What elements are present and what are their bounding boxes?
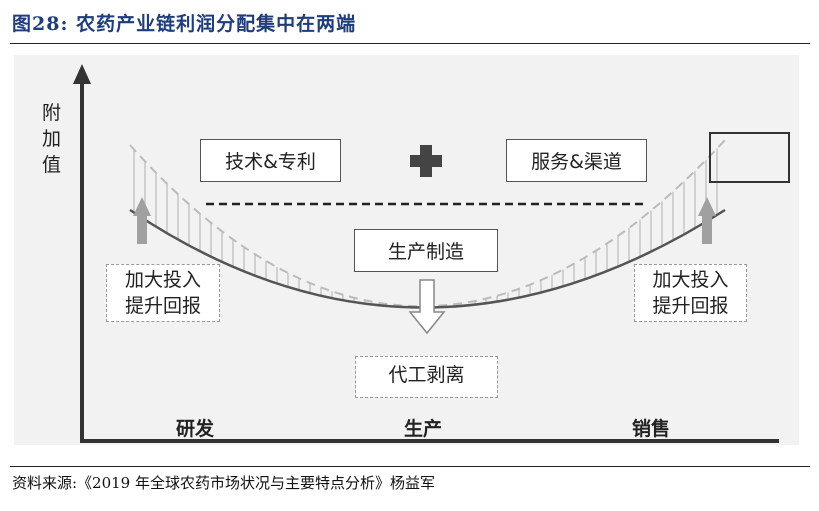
up-arrow-left-icon	[133, 197, 151, 244]
invest-box-right: 加大投入 提升回报	[634, 264, 747, 322]
title-divider	[10, 43, 810, 44]
up-arrow-right-icon	[698, 197, 716, 244]
oem-box: 代工剥离	[355, 356, 498, 398]
tech-patent-box: 技术&专利	[200, 139, 341, 182]
source-divider	[10, 466, 810, 467]
y-axis-label-char-2: 加	[42, 128, 62, 150]
invest-box-left: 加大投入 提升回报	[106, 264, 220, 322]
service-channel-box: 服务&渠道	[506, 139, 647, 182]
x-label-production: 生产	[404, 418, 443, 440]
invest-left-line-1: 加大投入	[124, 269, 201, 291]
empty-box	[709, 132, 790, 183]
y-axis-arrowhead	[73, 64, 91, 84]
y-axis-label-char-1: 附	[42, 102, 62, 124]
plus-icon	[410, 145, 442, 177]
x-label-sales: 销售	[632, 418, 671, 440]
y-axis-label-char-3: 值	[42, 154, 62, 176]
source-note: 资料来源:《2019 年全球农药市场状况与主要特点分析》杨益军	[12, 474, 435, 492]
y-axis-label: 附 加 值	[42, 100, 66, 178]
invest-right-line-1: 加大投入	[652, 269, 729, 291]
down-arrow-icon	[408, 279, 446, 335]
invest-left-line-2: 提升回报	[124, 295, 201, 317]
value-change-hatching	[133, 148, 718, 305]
production-box: 生产制造	[354, 229, 498, 272]
figure-title: 图28: 农药产业链利润分配集中在两端	[12, 13, 357, 35]
invest-right-line-2: 提升回报	[652, 295, 729, 317]
x-label-rd: 研发	[176, 418, 215, 440]
